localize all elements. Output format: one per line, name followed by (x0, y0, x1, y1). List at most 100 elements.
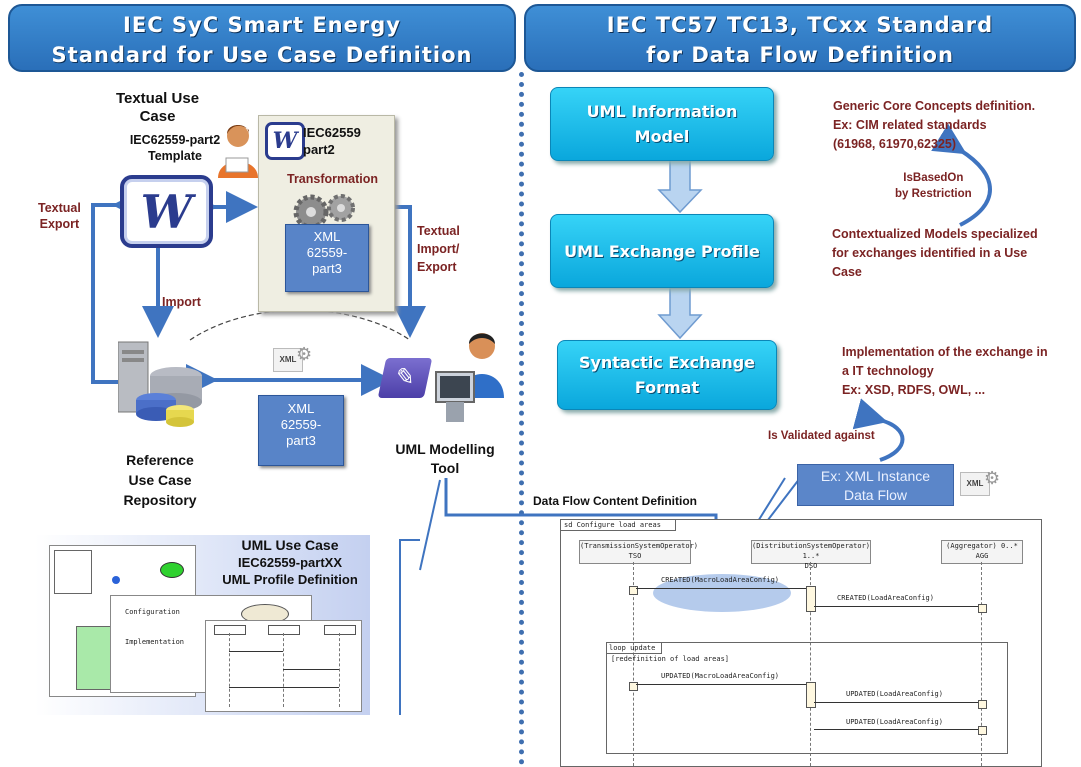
mini-impl-label: Implementation (125, 638, 185, 646)
xml-instance-line2: Data Flow (843, 487, 908, 503)
uml-information-model-box[interactable]: UML Information Model (550, 87, 774, 161)
left-banner: IEC SyC Smart Energy Standard for Use Ca… (8, 4, 516, 72)
import-label: Import (162, 295, 201, 309)
uuc-line3: UML Profile Definition (222, 572, 358, 587)
tso-line1: (TransmissionSystemOperator) (580, 542, 699, 550)
repo-line3: Repository (123, 492, 197, 508)
info-model-line1: UML Information (586, 102, 738, 121)
xml-instance-gear-icon: ⚙ (984, 468, 1001, 488)
mini-seq-h3 (324, 625, 356, 635)
mini-seq-h2 (268, 625, 300, 635)
transformation-label: Transformation (287, 172, 378, 186)
syntactic-exchange-format-box[interactable]: Syntactic Exchange Format (557, 340, 777, 410)
divider (519, 72, 524, 765)
seq-title: sd Configure load areas (561, 520, 676, 531)
xml1-line2: 62559- (306, 245, 348, 260)
data-flow-label: Data Flow Content Definition (533, 494, 697, 508)
tuc-line4: Template (148, 149, 202, 163)
textual-export-label: Textual Export (38, 200, 81, 232)
syntactic-desc: Implementation of the exchange in a IT t… (842, 343, 1048, 400)
te-line2: Export (39, 217, 80, 231)
tie-line2: Import/ (417, 242, 460, 256)
msg-5-line (814, 729, 978, 730)
xml-badge-text: XML (279, 355, 297, 364)
info-model-line2: Model (634, 127, 690, 146)
lifeline-dso: (DistributionSystemOperator) 1..* DSO (751, 540, 871, 570)
tuc-line2: Case (139, 108, 176, 125)
uuc-line2: IEC62559-partXX (237, 555, 343, 570)
agg-line (981, 562, 982, 766)
agg-activation-3 (978, 726, 987, 735)
agg-line2: AGG (975, 552, 989, 560)
exchange-profile-line: UML Exchange Profile (564, 241, 760, 261)
database-server-icon[interactable] (118, 336, 210, 436)
tso-line2: TSO (628, 552, 642, 560)
uml-use-case-title: UML Use Case IEC62559-partXX UML Profile… (215, 537, 365, 588)
syntactic-line1: Syntactic Exchange (578, 353, 756, 372)
textual-import-export-label: Textual Import/ Export (417, 222, 460, 276)
uml-tool-label: UML Modelling Tool (385, 440, 505, 478)
lifeline-tso: (TransmissionSystemOperator) TSO (579, 540, 699, 564)
dso-line2: DSO (804, 562, 818, 570)
xml-instance-badge-text: XML (966, 479, 984, 488)
info-desc-1: Generic Core Concepts definition. (833, 99, 1036, 113)
repository-label: Reference Use Case Repository (100, 450, 220, 510)
msg-updated-macro: UPDATED(MacroLoadAreaConfig) (661, 672, 780, 680)
impl-desc-2: a IT technology (842, 364, 934, 378)
agg-line1: (Aggregator) 0..* (946, 542, 1018, 550)
word-document-icon[interactable]: W (120, 175, 213, 248)
tdoc-title1: IEC62559 (303, 125, 361, 140)
info-desc-2: Ex: CIM related standards (833, 118, 987, 132)
dso-line1: (DistributionSystemOperator) 1..* (752, 542, 871, 560)
word-w-glyph: W (140, 184, 193, 239)
computer-user-icon[interactable] (432, 328, 510, 426)
lifeline-agg: (Aggregator) 0..* AGG (941, 540, 1023, 564)
agg-activation-1 (978, 604, 987, 613)
mini-seq-l1 (229, 633, 230, 707)
tso-activation-2 (629, 682, 638, 691)
based-line1: IsBasedOn (903, 172, 964, 184)
uml-exchange-profile-box[interactable]: UML Exchange Profile (550, 214, 774, 288)
tuc-line3: IEC62559-part2 (129, 133, 221, 147)
textual-use-case-template: IEC62559-part2 Template (100, 132, 250, 164)
based-line2: by Restriction (895, 188, 972, 200)
msg-3-line (636, 684, 806, 685)
mini-seq-m1 (229, 651, 283, 652)
exchange-profile-desc: Contextualized Models specialized for ex… (832, 225, 1038, 282)
xml-instance-box: Ex: XML Instance Data Flow (797, 464, 954, 506)
sequence-diagram: sd Configure load areas (TransmissionSys… (560, 519, 1042, 767)
syntactic-line2: Format (634, 378, 700, 397)
msg-2-line (814, 606, 978, 607)
agg-activation-2 (978, 700, 987, 709)
ctx-desc-3: Case (832, 265, 862, 279)
xml-part3-doc-1: XML 62559- part3 (285, 224, 369, 292)
info-desc-3: (61968, 61970,62325) (833, 137, 957, 151)
loop-guard: [redefinition of load areas] (611, 655, 730, 663)
small-w-glyph: W (272, 128, 298, 154)
mini-sequence-diagram (205, 620, 362, 712)
impl-desc-1: Implementation of the exchange in (842, 345, 1048, 359)
loop-label: loop update (607, 643, 663, 654)
xml-badge-gear-icon: ⚙ (296, 344, 313, 364)
mini-seq-l3 (339, 633, 340, 707)
tie-line3: Export (417, 260, 457, 274)
dso-activation-1 (806, 586, 816, 612)
textual-use-case-title: Textual Use Case (80, 90, 235, 126)
dso-activation-2 (806, 682, 816, 708)
tools-icon[interactable]: ✎ (377, 358, 433, 398)
msg-updated-load-1: UPDATED(LoadAreaConfig) (846, 690, 943, 698)
xml2-line3: part3 (286, 433, 316, 448)
xml-instance-badge-icon: XML (960, 472, 990, 496)
tool-line1: UML Modelling (395, 441, 495, 457)
tdoc-title2: part2 (303, 142, 335, 157)
xml-instance-line1: Ex: XML Instance (820, 468, 931, 484)
uuc-line1: UML Use Case (241, 537, 339, 553)
impl-desc-3: Ex: XSD, RDFS, OWL, ... (842, 383, 986, 397)
te-line1: Textual (38, 201, 81, 215)
msg-created-macro: CREATED(MacroLoadAreaConfig) (661, 576, 780, 584)
tuc-line1: Textual Use (115, 90, 200, 107)
transformation-doc-title: IEC62559 part2 (303, 124, 361, 158)
mini-actor-box (54, 550, 92, 594)
msg-updated-load-2: UPDATED(LoadAreaConfig) (846, 718, 943, 726)
